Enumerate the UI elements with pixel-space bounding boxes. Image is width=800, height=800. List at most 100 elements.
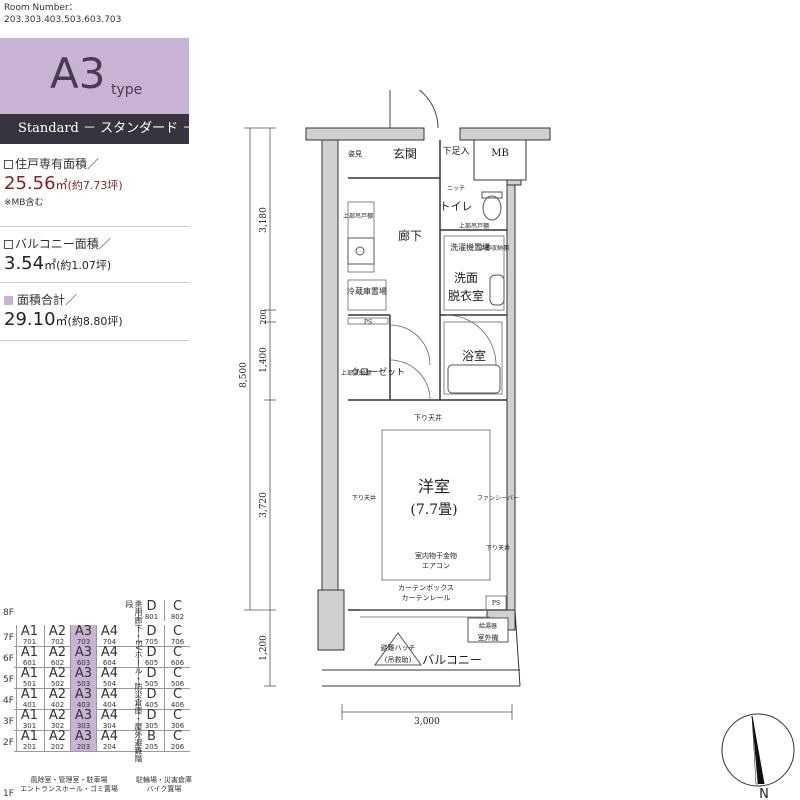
unit-number: 506 [170,680,185,688]
unit-number: 303 [76,722,91,730]
hatch-icon [374,632,422,666]
unit-number: 703 [76,638,91,646]
mb-label: MB [491,148,509,159]
washer-label: 洗濯機置場 [450,242,490,252]
unit-type: C [172,666,183,681]
entrance-label: 玄関 [393,146,417,161]
unit-type: A2 [48,624,67,639]
mb-box [473,139,527,181]
dim-seg1: 3,180 [259,207,269,233]
row-divider [14,646,190,647]
row-divider [14,688,190,689]
unit-type: C [172,708,183,723]
unit-type: D [146,666,157,681]
unit-number: 402 [50,701,65,709]
unit-number: 502 [50,680,65,688]
total-area-value: 29.10㎡(約8.80坪) [4,309,123,330]
row-divider [14,667,190,668]
niche-label: ニッチ [447,185,465,192]
private-area-value: 25.56㎡(約7.73坪) [4,173,123,194]
unit-number: 505 [144,680,159,688]
curtain-box-label: カーテンボックス [398,584,454,592]
western-room-label: 洋室 [418,477,450,496]
unit-number: 705 [144,638,159,646]
ground-right-note: 駐輪場・災害倉庫 バイク置場 [136,776,192,793]
checkbox-icon [4,240,13,249]
unit-number: 501 [22,680,37,688]
type-suffix: type [111,82,143,98]
bathtub-icon [447,364,501,394]
compass-icon [721,713,795,787]
unit-number: 602 [50,659,65,667]
unit-number: 205 [144,743,159,751]
balcony-outline [322,609,521,687]
unit-type: C [172,624,183,639]
unit-number: 401 [22,701,37,709]
unit-type: C [172,729,183,744]
mirror-label: 姿見 [348,149,362,158]
unit-type: A3 [74,624,93,639]
hatch-sub-label: (吊救助) [385,655,412,664]
kitchen-sink-icon [347,237,375,265]
unit-number: 603 [76,659,91,667]
bathroom-label: 浴室 [462,348,486,363]
room-number-label: Room Number： [4,3,78,13]
floor-label: 8F [3,608,14,618]
unit-type: A2 [48,708,67,723]
thin-lines [347,201,507,618]
closet-shelf-label: 上部収納棚 [341,369,371,377]
balcony-area-label: バルコニー面積／ [4,235,188,252]
wash-basin-icon [489,274,505,306]
western-room-size: (7.7畳) [410,502,457,518]
floor-label: 1F [3,789,14,799]
type-letter: A3 [50,49,106,98]
toilet-icon [482,195,502,221]
unit-type: A2 [48,645,67,660]
left-wall [321,139,339,611]
closet-label: クローゼット [351,366,405,378]
left-column [317,589,345,651]
unit-number: 704 [102,638,117,646]
unit-type: A3 [74,666,93,681]
unit-number: 605 [144,659,159,667]
divider [0,282,189,283]
unit-number: 201 [22,743,37,751]
top-wall [305,127,425,141]
dim-seg4: 3,720 [259,492,269,518]
room-number-header: Room Number： 203.303.403.503.603.703 [4,2,121,26]
unit-type: A3 [74,729,93,744]
walls [305,127,551,651]
unit-type: A3 [74,687,93,702]
row-divider [14,730,190,731]
closet-door [389,314,497,401]
unit-type: A1 [20,687,39,702]
unit-type: A4 [100,708,119,723]
corridor-label: 廊下 [398,228,422,243]
compass-north-label: N [759,787,769,800]
checkbox-icon [4,160,13,169]
